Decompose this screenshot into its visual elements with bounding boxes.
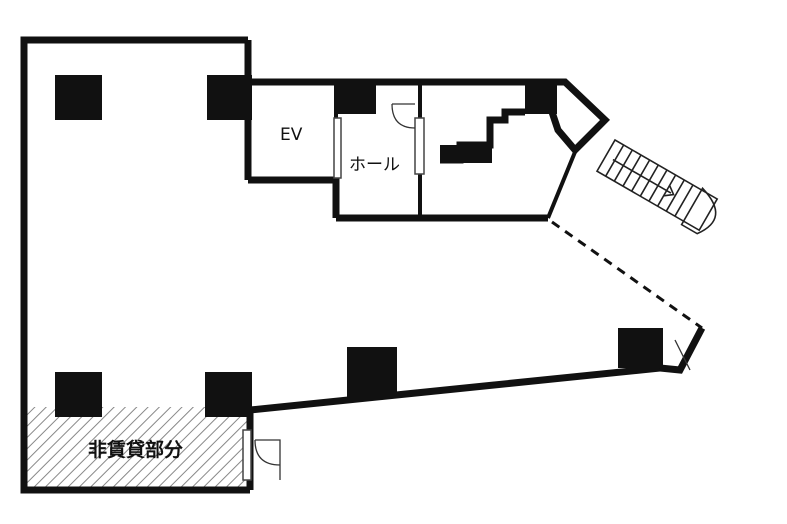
window: [242, 429, 252, 481]
window: [333, 117, 342, 179]
column: [55, 372, 102, 417]
column: [207, 75, 252, 120]
column: [336, 80, 376, 114]
column: [440, 145, 492, 163]
column: [55, 75, 102, 120]
columns: [55, 75, 663, 417]
column: [347, 347, 397, 397]
non-rental-area: [27, 407, 247, 487]
door-swing: [674, 339, 691, 371]
door-swing: [254, 439, 281, 480]
right-end-wall: [659, 326, 706, 374]
window: [414, 117, 425, 175]
dashed-boundary: [551, 220, 703, 330]
column: [525, 80, 557, 114]
hall-label: ホール: [349, 155, 400, 175]
column: [618, 328, 663, 368]
door-swing: [391, 103, 416, 129]
ev-label: EV: [280, 125, 303, 145]
stair-up-arrow-icon: [612, 158, 675, 197]
column: [205, 372, 252, 417]
non-rental-label: 非賃貸部分: [88, 438, 183, 461]
external-staircase: [595, 138, 719, 235]
